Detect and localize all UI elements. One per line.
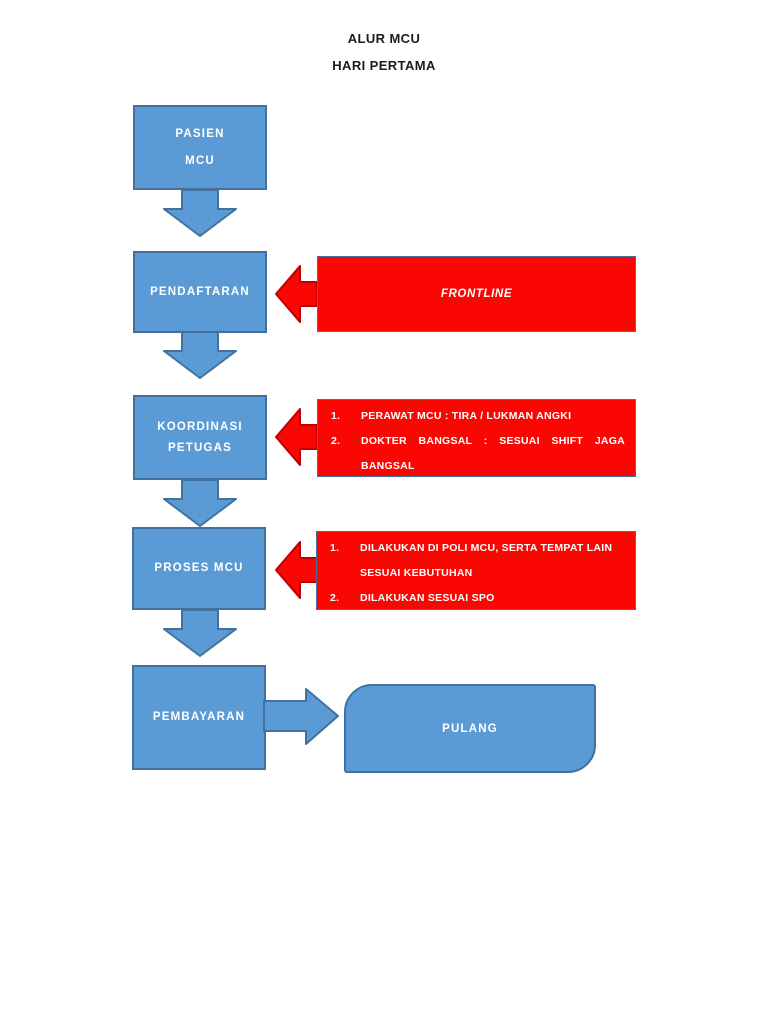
list-item: 1. DILAKUKAN DI POLI MCU, SERTA TEMPAT L… (330, 536, 625, 586)
page-title-line2: HARI PERTAMA (332, 58, 436, 73)
annotation-frontline: FRONTLINE (317, 256, 636, 332)
down-arrow-icon (163, 479, 237, 527)
down-arrow-icon (163, 189, 237, 237)
down-arrow-icon (163, 609, 237, 657)
right-arrow-icon (263, 688, 339, 745)
list-item-text-line: DILAKUKAN SESUAI SPO (360, 592, 495, 604)
frontline-label: FRONTLINE (440, 288, 513, 300)
flow-end-pulang: PULANG (344, 684, 596, 773)
list-item-text-line: BANGSAL (361, 460, 415, 472)
left-arrow-icon (275, 541, 318, 599)
flow-step-label: MCU (185, 154, 215, 167)
flow-step-label: KOORDINASI (157, 420, 243, 433)
list-item-text-line: DOKTER BANGSAL : SESUAI SHIFT JAGA (361, 435, 625, 447)
flow-step-label: PROSES MCU (154, 562, 244, 574)
list-item-text-line: SESUAI KEBUTUHAN (360, 567, 473, 579)
left-arrow-icon (275, 408, 318, 466)
list-item: 2. DILAKUKAN SESUAI SPO (330, 586, 625, 611)
list-item-number: 2. (330, 592, 340, 604)
flow-step-proses-mcu: PROSES MCU (132, 527, 266, 610)
list-item-text-line: PERAWAT MCU : TIRA / LUKMAN ANGKI (361, 410, 572, 422)
flow-step-label: PENDAFTARAN (150, 285, 250, 298)
page-title: ALUR MCU HARI PERTAMA (0, 32, 768, 73)
down-arrow-icon (163, 331, 237, 379)
flow-step-pembayaran: PEMBAYARAN (132, 665, 266, 770)
flow-step-label: PASIEN (175, 127, 225, 140)
annotation-proses: 1. DILAKUKAN DI POLI MCU, SERTA TEMPAT L… (316, 531, 636, 610)
flow-step-label: PETUGAS (168, 441, 232, 454)
list-item: 1. PERAWAT MCU : TIRA / LUKMAN ANGKI (331, 404, 625, 429)
flow-end-label: PULANG (442, 722, 498, 735)
flow-step-label: PEMBAYARAN (152, 711, 246, 723)
flow-step-pasien-mcu: PASIEN MCU (133, 105, 267, 190)
list-item-number: 2. (331, 435, 341, 447)
list-item-number: 1. (330, 542, 340, 554)
list-item-number: 1. (331, 410, 341, 422)
list-item: 2. DOKTER BANGSAL : SESUAI SHIFT JAGA BA… (331, 429, 625, 479)
page-title-line1: ALUR MCU (347, 31, 421, 46)
left-arrow-icon (275, 265, 318, 323)
flow-step-pendaftaran: PENDAFTARAN (133, 251, 267, 333)
flow-step-koordinasi-petugas: KOORDINASI PETUGAS (133, 395, 267, 480)
annotation-koordinasi: 1. PERAWAT MCU : TIRA / LUKMAN ANGKI 2. … (317, 399, 636, 477)
list-item-text-line: DILAKUKAN DI POLI MCU, SERTA TEMPAT LAIN (360, 542, 613, 554)
